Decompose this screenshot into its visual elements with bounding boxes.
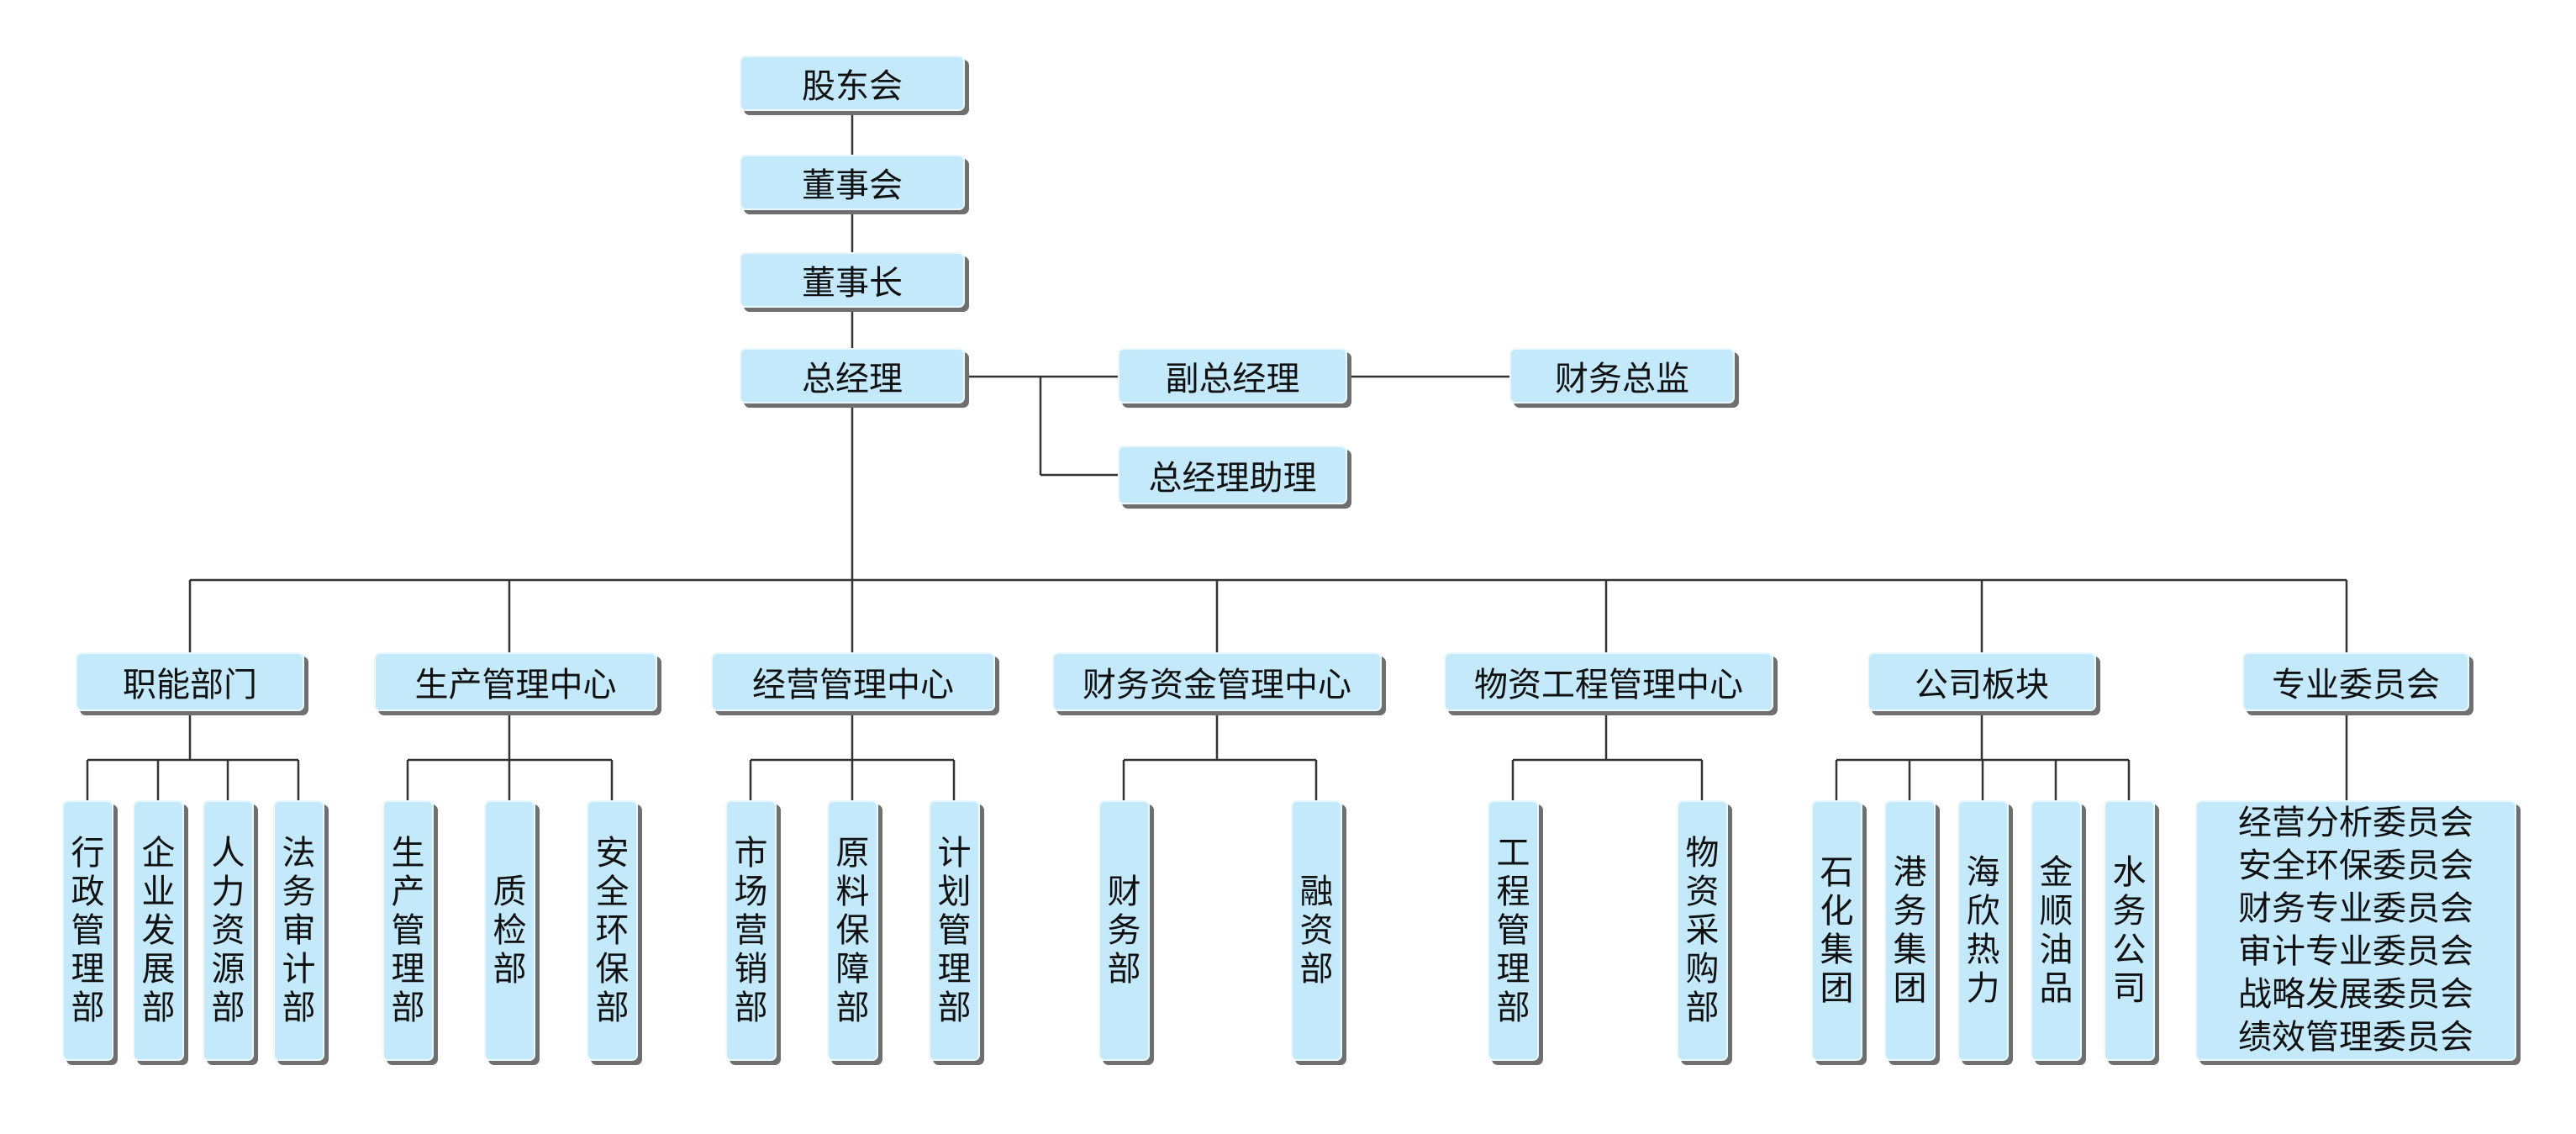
dept-marketing: 市场营销部 [725,800,777,1061]
dept-raw-material: 原料保障部 [827,800,878,1061]
committee-item: 战略发展委员会 [2238,975,2473,1014]
company-oil: 金顺油品 [2031,800,2082,1061]
dept-financing: 融资部 [1291,800,1342,1061]
division-committees: 专业委员会 [2242,652,2469,711]
committee-item: 财务专业委员会 [2238,889,2473,928]
dept-procurement: 物资采购部 [1677,800,1728,1061]
division-production: 生产管理中心 [374,652,657,711]
node-board: 董事会 [740,155,965,210]
dept-engineering: 工程管理部 [1488,800,1539,1061]
node-shareholders: 股东会 [740,55,965,111]
company-water: 水务公司 [2104,800,2155,1061]
node-general-manager: 总经理 [740,348,965,403]
node-chairman: 董事长 [740,252,965,308]
dept-hr: 人力资源部 [203,800,254,1061]
company-thermal: 海欣热力 [1957,800,2009,1061]
node-vice-gm: 副总经理 [1118,348,1347,403]
dept-planning: 计划管理部 [929,800,980,1061]
dept-quality: 质检部 [484,800,535,1061]
dept-enterprise-dev: 企业发展部 [133,800,184,1061]
dept-safety-env: 安全环保部 [587,800,638,1061]
dept-finance: 财务部 [1098,800,1150,1061]
division-materials: 物资工程管理中心 [1444,652,1773,711]
dept-admin: 行政管理部 [62,800,113,1061]
committee-item: 安全环保委员会 [2238,847,2473,885]
committee-item: 绩效管理委员会 [2238,1018,2473,1057]
division-companies: 公司板块 [1867,652,2096,711]
dept-legal-audit: 法务审计部 [273,800,324,1061]
committee-item: 审计专业委员会 [2238,932,2473,971]
division-functional: 职能部门 [76,652,304,711]
division-finance: 财务资金管理中心 [1052,652,1382,711]
committee-item: 经营分析委员会 [2238,804,2473,842]
node-gm-assistant: 总经理助理 [1118,446,1347,504]
dept-production-mgmt: 生产管理部 [382,800,434,1061]
committee-list: 经营分析委员会 安全环保委员会 财务专业委员会 审计专业委员会 战略发展委员会 … [2195,800,2516,1061]
division-operations: 经营管理中心 [711,652,995,711]
company-port: 港务集团 [1884,800,1936,1061]
node-cfo: 财务总监 [1509,348,1735,403]
company-petrochem: 石化集团 [1811,800,1862,1061]
